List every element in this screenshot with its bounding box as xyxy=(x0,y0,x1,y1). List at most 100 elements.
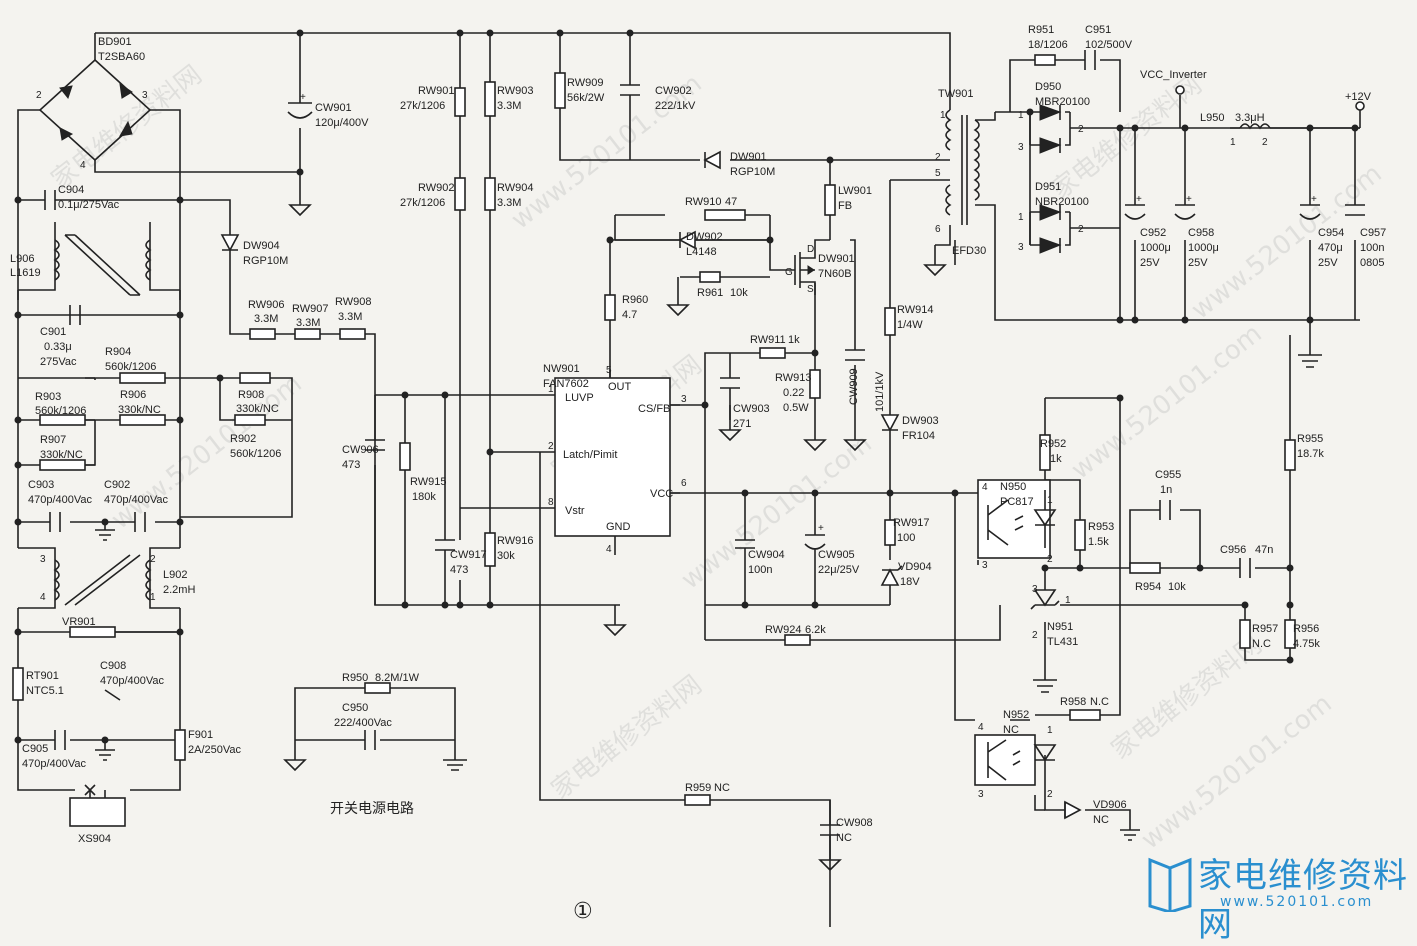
rw911-ref: RW911 xyxy=(750,334,786,346)
nw901-ref: NW901 xyxy=(543,363,580,375)
wires xyxy=(17,32,1361,927)
c903-ref: C903 xyxy=(28,479,54,491)
capacitor-cw901: + CW901 120μ/400V xyxy=(287,92,369,217)
c957-value2: 0805 xyxy=(1360,257,1384,269)
rw907-value: 3.3M xyxy=(296,317,320,329)
c903-value: 470p/400Vac xyxy=(28,494,93,506)
r956-ref: R956 xyxy=(1293,623,1319,635)
vcc-filter-caps: + CW904 100n CW905 22μ/25V RW924 6.2k xyxy=(735,523,860,646)
c952-value: 1000μ xyxy=(1140,242,1171,254)
watermark-text: 家电维修资料网 xyxy=(546,670,708,806)
vcc-inverter-label: VCC_Inverter xyxy=(1140,69,1207,81)
feedback-section: R952 1k R955 18.7k N950 PC817 4 1 3 2 R9… xyxy=(955,433,1324,693)
pin-number: 3 xyxy=(1018,142,1024,153)
pin-number: 2 xyxy=(150,554,156,565)
pin-number: 2 xyxy=(1032,630,1038,641)
vd906-ref: VD906 xyxy=(1093,799,1127,811)
logo-url: www.520101.com xyxy=(1220,894,1374,910)
n952-value: NC xyxy=(1003,724,1019,736)
rw902-value: 27k/1206 xyxy=(400,197,445,209)
gate-drive-network: RW910 47 DW902 L4148 R961 10k xyxy=(615,196,770,317)
rw904-ref: RW904 xyxy=(497,182,533,194)
vcc-supply-network: RW914 1/4W DW903 FR104 RW917 100 VD904 1… xyxy=(880,304,939,588)
c908-value: 470p/400Vac xyxy=(100,675,165,687)
c950-value: 222/400Vac xyxy=(334,717,392,729)
d951-ref: D951 xyxy=(1035,181,1061,193)
c956-value: 47n xyxy=(1255,544,1273,556)
rw924-value: 6.2k xyxy=(805,624,826,636)
qw901-value: 7N60B xyxy=(818,268,852,280)
d951-value: NBR20100 xyxy=(1035,196,1089,208)
pin-number: 1 xyxy=(1047,725,1053,736)
book-icon xyxy=(1148,857,1192,912)
pin-number: 2 xyxy=(1047,554,1053,565)
dw904-value: RGP10M xyxy=(243,255,288,267)
rw908-value: 3.3M xyxy=(338,311,362,323)
c952-ref: C952 xyxy=(1140,227,1166,239)
pin-number: 4 xyxy=(40,592,46,603)
ic-pin-gnd: GND xyxy=(606,521,631,533)
c955-ref: C955 xyxy=(1155,469,1181,481)
cw909-ref: CW909 xyxy=(848,368,860,405)
r961-ref: R961 xyxy=(697,287,723,299)
cw904-value: 100n xyxy=(748,564,772,576)
pin-number: 4 xyxy=(80,160,86,171)
capacitor-c904: C904 0.1μ/275Vac xyxy=(44,184,120,211)
c955-value: 1n xyxy=(1160,484,1172,496)
dw902-ref: DW902 xyxy=(686,231,723,243)
resistor-network: R904 560k/1206 R906 330k/NC R903 560k/12… xyxy=(35,346,281,471)
n950-value: PC817 xyxy=(1000,496,1034,508)
c908-ref: C908 xyxy=(100,660,126,672)
thermistor-rt901: RT901 NTC5.1 xyxy=(12,667,64,701)
cw903-ref: CW903 xyxy=(733,403,770,415)
snubber-rw909-cw902: RW909 56k/2W CW902 222/1kV xyxy=(554,72,696,112)
capacitor-c901: C901 0.33μ 275Vac xyxy=(40,305,81,368)
l950-value: 3.3μH xyxy=(1235,112,1265,124)
rw904-value: 3.3M xyxy=(497,197,521,209)
cw906-ref: CW906 xyxy=(342,444,379,456)
common-mode-choke-l902: 3 4 2 1 L902 2.2mH xyxy=(40,554,195,606)
rw924-ref: RW924 xyxy=(765,624,801,636)
n951-value: TL431 xyxy=(1047,636,1078,648)
rw913-ref: RW913 xyxy=(775,372,811,384)
rt901-ref: RT901 xyxy=(26,670,59,682)
pin-number: 1 xyxy=(940,110,946,121)
vd904-ref: VD904 xyxy=(898,561,932,573)
ic-pin-number: 8 xyxy=(548,497,554,508)
r955-ref: R955 xyxy=(1297,433,1323,445)
l906-value: L1619 xyxy=(10,267,41,279)
c904-value: 0.1μ/275Vac xyxy=(58,199,120,211)
rw915-ref: RW915 xyxy=(410,476,446,488)
r906-value: 330k/NC xyxy=(118,404,161,416)
f901-value: 2A/250Vac xyxy=(188,744,242,756)
pin-number: 3 xyxy=(142,90,148,101)
r959-ref: R959 xyxy=(685,782,711,794)
l902-value: 2.2mH xyxy=(163,584,195,596)
diode-dw901: DW901 RGP10M xyxy=(703,150,775,178)
pin-number: 6 xyxy=(935,224,941,235)
resistor-r960: R960 4.7 xyxy=(604,294,648,321)
r959-value: NC xyxy=(714,782,730,794)
pin-number: 3 xyxy=(978,789,984,800)
pin-number: 1 xyxy=(1018,212,1024,223)
r954-ref: R954 xyxy=(1135,581,1161,593)
pin-number: 2 xyxy=(1047,789,1053,800)
r908-value: 330k/NC xyxy=(236,403,279,415)
site-logo: 家电维修资料网 www.520101.com xyxy=(1142,846,1410,945)
cw902-ref: CW902 xyxy=(655,85,692,97)
schematic-diagram: 家电维修资料网 www.520101.com www.520101.com 家电… xyxy=(10,24,1388,927)
resistors-rw901-904: RW901 27k/1206 RW902 27k/1206 RW903 3.3M… xyxy=(400,81,533,211)
r961-value: 10k xyxy=(730,287,748,299)
ic-pin-out: OUT xyxy=(608,381,632,393)
n951-ref: N951 xyxy=(1047,621,1073,633)
connector-xs904: XS904 xyxy=(69,784,126,845)
rt901-value: NTC5.1 xyxy=(26,685,64,697)
rw915-value: 180k xyxy=(412,491,436,503)
lw901-ref: LW901 xyxy=(838,185,872,197)
r907-ref: R907 xyxy=(40,434,66,446)
transformer-tw901: TW901 EFD30 1 2 5 6 xyxy=(923,88,986,277)
logo-text: 家电维修资料网 xyxy=(1198,856,1408,945)
ic-input-network: CW906 473 RW915 180k CW917 473 RW916 30k xyxy=(342,439,533,576)
output-section: VCC_Inverter L950 3.3μH 1 2 +12V + + + C… xyxy=(1124,69,1386,368)
l902-ref: L902 xyxy=(163,569,187,581)
